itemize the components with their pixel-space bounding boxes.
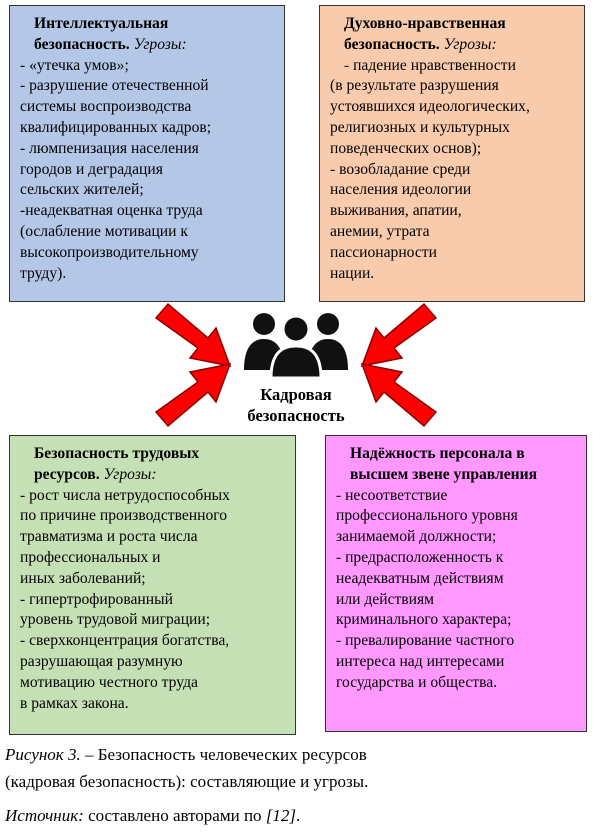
threats-label: Угрозы: bbox=[443, 35, 497, 53]
arrow-bottom-left-icon bbox=[154, 363, 232, 428]
figure-source: Источник: составлено авторами по [12]. bbox=[5, 802, 590, 829]
list-item: пассионарности bbox=[330, 243, 437, 261]
list-item: поведенческих основ); bbox=[330, 139, 482, 157]
source-end: . bbox=[296, 806, 301, 825]
list-item: разрушающая разумную bbox=[20, 652, 183, 670]
figure-caption: Рисунок 3. – Безопасность человеческих р… bbox=[5, 741, 590, 795]
list-item: по причине производственного bbox=[20, 507, 228, 525]
list-item: уровень трудовой миграции; bbox=[20, 611, 211, 629]
center-label: Кадровая безопасность bbox=[226, 384, 366, 426]
list-item: труду). bbox=[20, 264, 67, 282]
box-spiritual-moral-security: Духовно-нравственная безопасность. Угроз… bbox=[319, 5, 585, 302]
list-item: иных заболеваний; bbox=[20, 569, 146, 587]
caption-text: – Безопасность человеческих ресурсов bbox=[80, 745, 367, 764]
list-item: сельских жителей; bbox=[20, 181, 144, 199]
list-item: - разрушение отечественной bbox=[20, 77, 209, 95]
list-item: в рамках закона. bbox=[20, 694, 129, 712]
list-item: (в результате разрушения bbox=[330, 77, 499, 95]
list-item: квалифицированных кадров; bbox=[20, 118, 212, 136]
box-title: Духовно-нравственная bbox=[344, 15, 506, 32]
list-item: мотивацию честного труда bbox=[20, 673, 198, 691]
box-title-line: ресурсов. Угрозы: bbox=[20, 465, 285, 486]
box-title-line: безопасность. Угрозы: bbox=[20, 35, 274, 56]
figure-label: Рисунок 3. bbox=[5, 745, 81, 764]
list-item: - падение нравственности bbox=[344, 56, 516, 74]
list-item: криминального характера; bbox=[336, 611, 512, 629]
list-item: или действиям bbox=[336, 590, 435, 608]
box-title: высшем звене управления bbox=[350, 465, 538, 483]
list-item: - предрасположенность к bbox=[336, 548, 504, 566]
box-title: Надёжность персонала в bbox=[350, 445, 525, 462]
arrow-top-right-icon bbox=[360, 302, 438, 367]
arrow-bottom-right-icon bbox=[360, 363, 438, 428]
list-item: городов и деградация bbox=[20, 160, 163, 178]
box-title: безопасность. bbox=[34, 35, 130, 53]
list-item: - «утечка умов»; bbox=[20, 56, 129, 74]
list-item: - гипертрофированный bbox=[20, 590, 173, 608]
center-label-line: Кадровая bbox=[260, 385, 332, 404]
list-item: профессионального уровня bbox=[336, 507, 518, 525]
list-item: - рост числа нетрудоспособных bbox=[20, 486, 230, 504]
box-labor-resources-security: Безопасность трудовых ресурсов. Угрозы: … bbox=[9, 435, 296, 735]
list-item: травматизма и роста числа bbox=[20, 528, 198, 546]
list-item: - превалирование частного bbox=[336, 632, 515, 650]
list-item: интереса над интересами bbox=[336, 652, 505, 670]
threats-label: Угрозы: bbox=[103, 465, 157, 483]
people-group-icon bbox=[244, 313, 348, 380]
list-item: - несоответствие bbox=[336, 486, 448, 504]
box-personnel-reliability: Надёжность персонала в высшем звене упра… bbox=[325, 435, 587, 732]
list-item: нации. bbox=[330, 264, 375, 282]
list-item: системы воспроизводства bbox=[20, 98, 192, 116]
list-item: государства и общества. bbox=[336, 673, 498, 691]
source-text: составлено авторами по bbox=[83, 806, 266, 825]
box-title: безопасность. bbox=[344, 35, 440, 53]
list-item: занимаемой должности; bbox=[336, 528, 497, 546]
box-title: ресурсов. bbox=[34, 465, 100, 483]
list-item: религиозных и культурных bbox=[330, 118, 510, 136]
center-label-line: безопасность bbox=[247, 406, 345, 425]
list-item: (ослабление мотивации к bbox=[20, 222, 188, 240]
list-item: - возобладание среди bbox=[330, 160, 471, 178]
source-ref: [12] bbox=[265, 806, 297, 825]
list-item: высокопроизводительному bbox=[20, 243, 199, 261]
list-item: выживания, апатии, bbox=[330, 202, 462, 220]
list-item: - люмпенизация населения bbox=[20, 139, 199, 157]
list-item: -неадекватная оценка труда bbox=[20, 202, 203, 220]
list-item: устоявшихся идеологических, bbox=[330, 98, 530, 116]
box-intellectual-security: Интеллектуальная безопасность. Угрозы: -… bbox=[9, 5, 285, 302]
threats-label: Угрозы: bbox=[133, 35, 187, 53]
box-title-line: безопасность. Угрозы: bbox=[330, 35, 574, 56]
arrow-top-left-icon bbox=[154, 302, 232, 367]
box-title: Безопасность трудовых bbox=[34, 445, 200, 462]
caption-line: (кадровая безопасность): составляющие и … bbox=[5, 772, 369, 791]
list-item: профессиональных и bbox=[20, 548, 161, 566]
caption-line: Рисунок 3. – Безопасность человеческих р… bbox=[5, 741, 590, 768]
box-title: Интеллектуальная bbox=[34, 15, 169, 32]
list-item: неадекватным действиям bbox=[336, 569, 504, 587]
list-item: анемии, утрата bbox=[330, 222, 430, 240]
list-item: населения идеологии bbox=[330, 181, 472, 199]
source-label: Источник: bbox=[5, 806, 84, 825]
list-item: - сверхконцентрация богатства, bbox=[20, 632, 230, 650]
